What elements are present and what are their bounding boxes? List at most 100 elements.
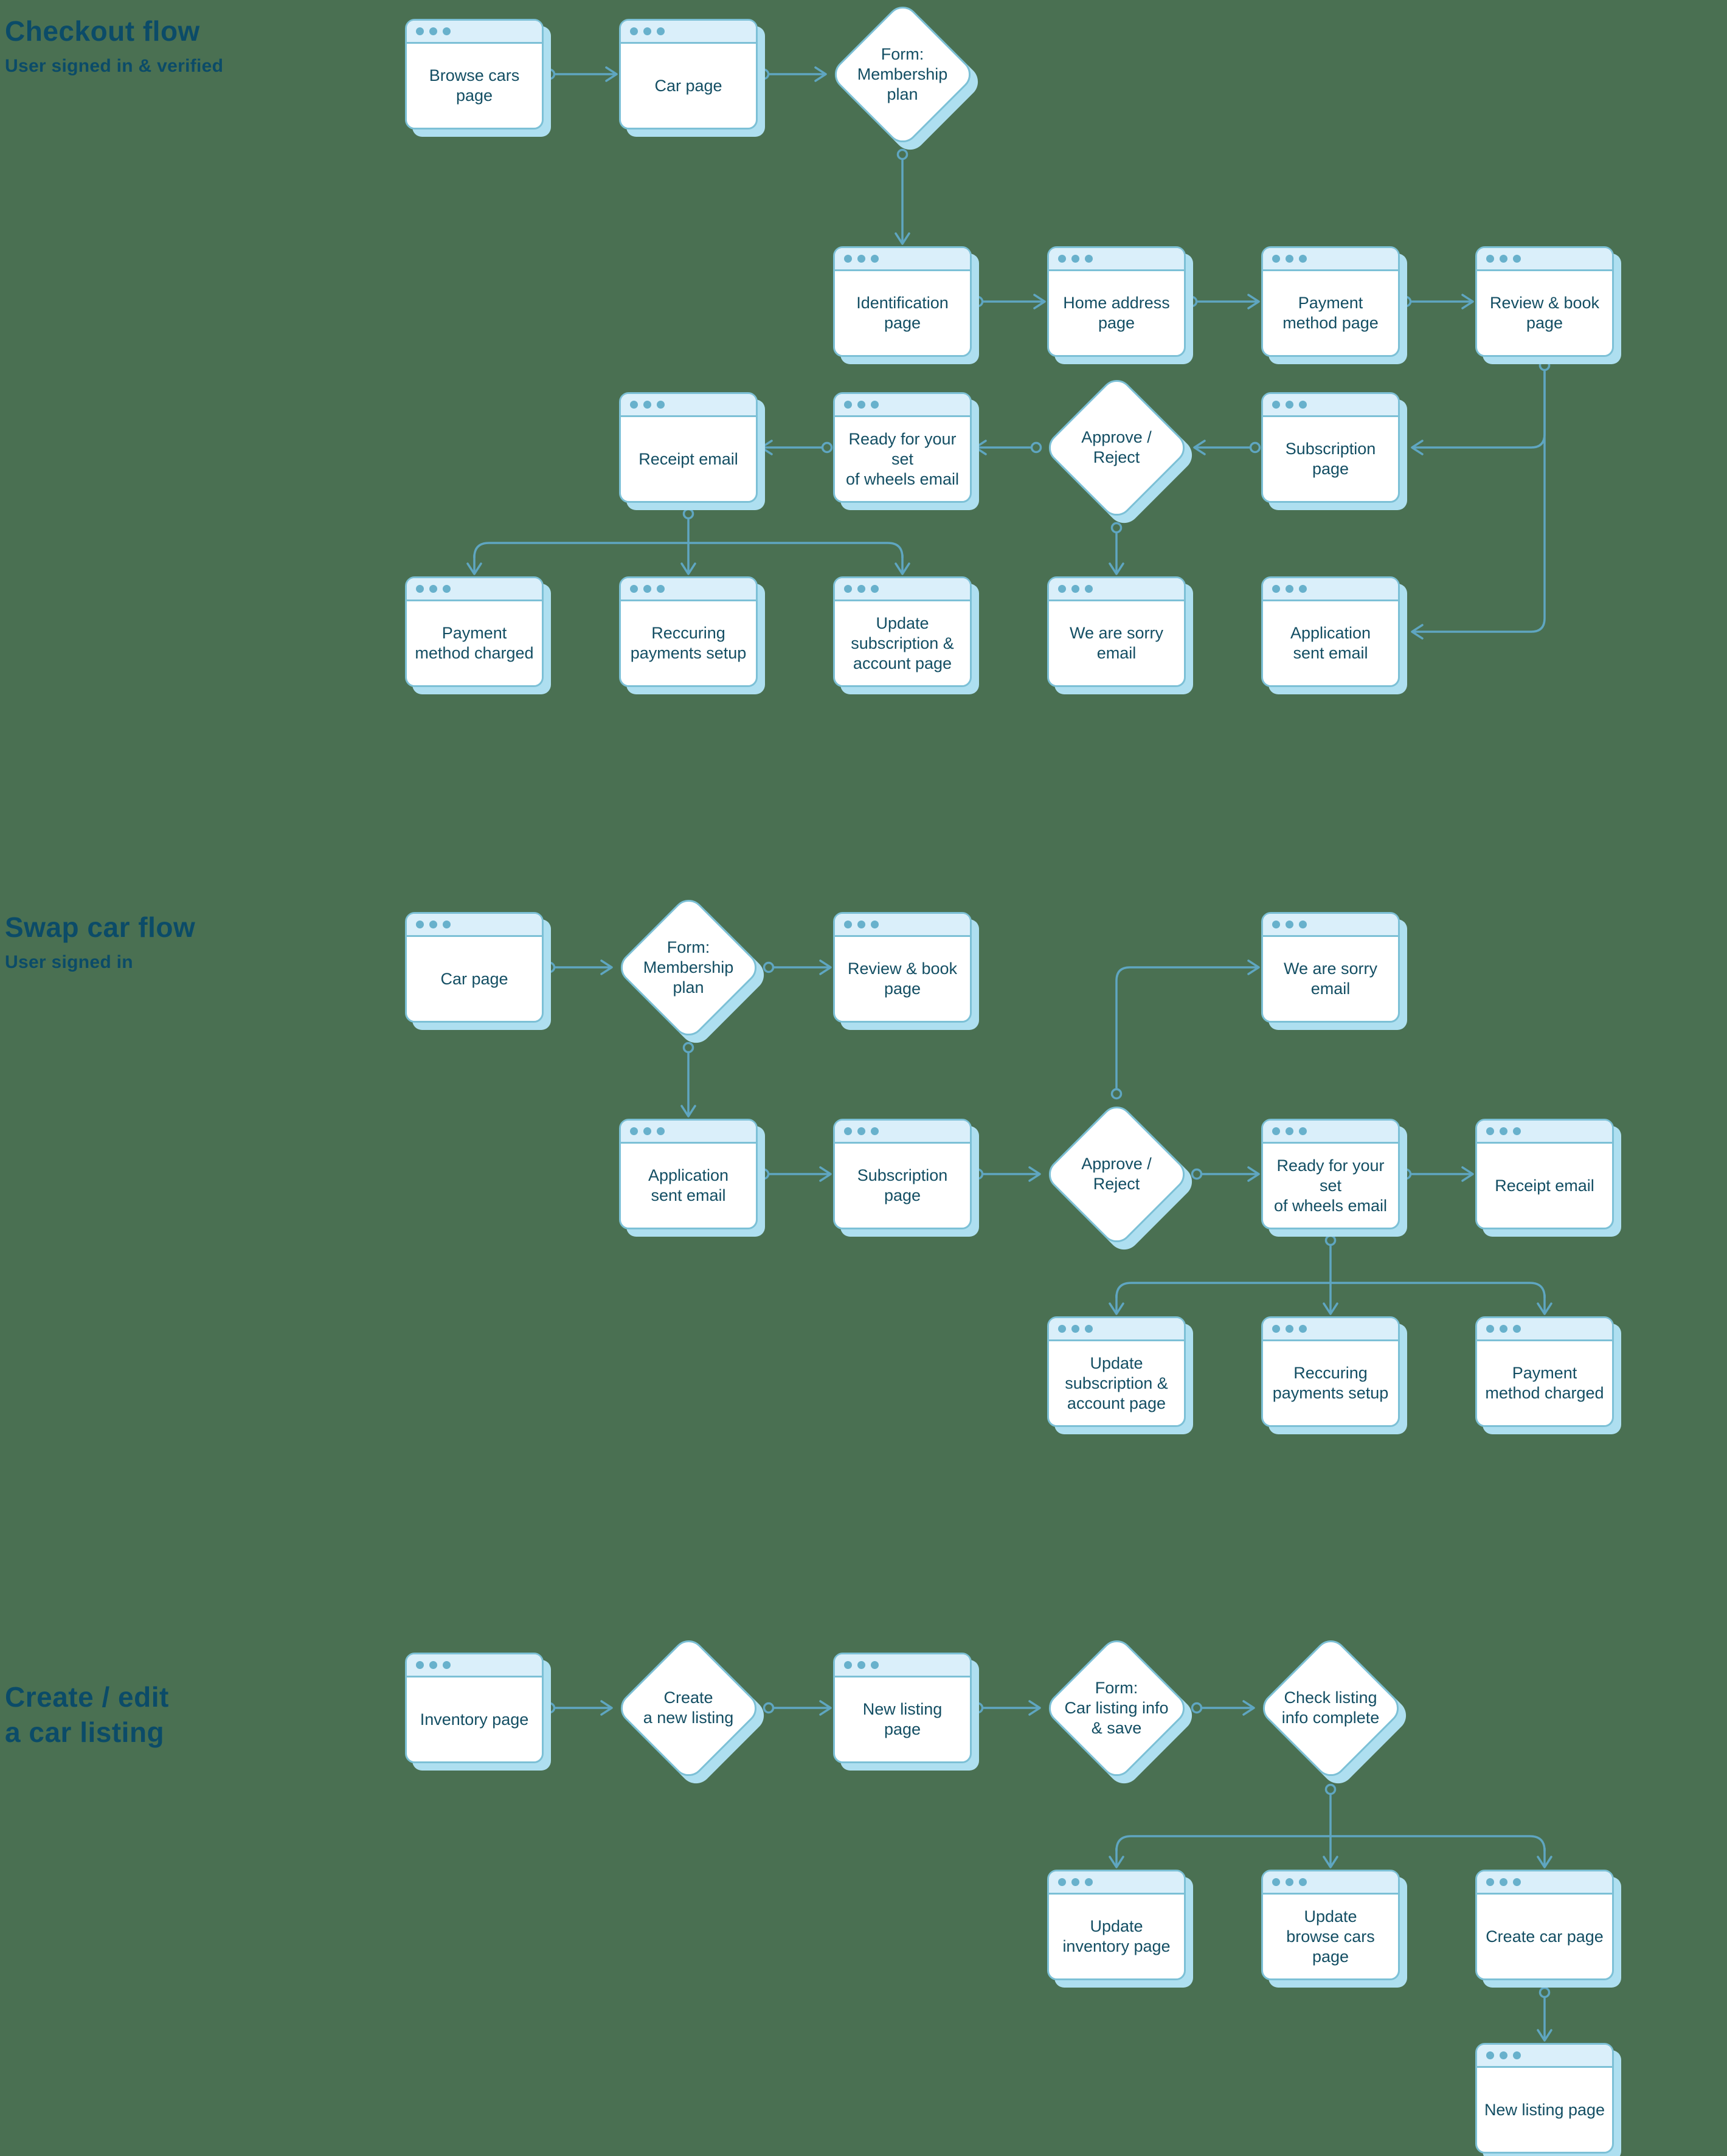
window-titlebar: [835, 1121, 970, 1144]
window-dot-icon: [844, 401, 852, 409]
window-dot-icon: [844, 921, 852, 928]
window-dot-icon: [1058, 585, 1066, 593]
window-titlebar: [1477, 1121, 1612, 1144]
node-checkout-car-page[interactable]: Car page: [619, 19, 758, 130]
node-checkout-review-book-page[interactable]: Review & book page: [1475, 246, 1614, 357]
window-dot-icon: [1058, 1878, 1066, 1886]
window-titlebar: [1477, 1318, 1612, 1341]
window-titlebar: [835, 248, 970, 271]
window-dot-icon: [1513, 2051, 1521, 2059]
node-label: We are sorry email: [1069, 624, 1164, 662]
window-dot-icon: [1286, 1325, 1293, 1333]
node-label: Reccuring payments setup: [1272, 1364, 1389, 1402]
window-dot-icon: [1500, 1325, 1507, 1333]
edge-swap-ready-wheels-email-to-swap-receipt-email: [1400, 1166, 1474, 1182]
node-swap-application-sent-email[interactable]: Application sent email: [619, 1119, 758, 1229]
node-label: Car page: [440, 969, 508, 988]
node-checkout-application-sent-email[interactable]: Application sent email: [1261, 576, 1400, 687]
node-create-update-browse-cars-page[interactable]: Update browse cars page: [1261, 1870, 1400, 1980]
node-label: Inventory page: [420, 1710, 529, 1729]
node-checkout-we-are-sorry-email[interactable]: We are sorry email: [1047, 576, 1186, 687]
edge-swap-subscription-page-to-swap-approve-reject: [972, 1166, 1041, 1182]
node-label: Review & book page: [1489, 294, 1600, 332]
window-titlebar: [1049, 248, 1184, 271]
edge-create-create-car-page-to-create-new-listing-page-final: [1537, 1986, 1552, 2042]
node-create-new-listing-page[interactable]: New listing page: [833, 1653, 972, 1763]
node-swap-ready-wheels-email[interactable]: Ready for your set of wheels email: [1261, 1119, 1400, 1229]
window-dot-icon: [630, 27, 638, 35]
node-swap-we-are-sorry-email[interactable]: We are sorry email: [1261, 912, 1400, 1023]
node-checkout-home-address-page[interactable]: Home address page: [1047, 246, 1186, 357]
node-checkout-payment-method-page[interactable]: Payment method page: [1261, 246, 1400, 357]
flow-title-swap: Swap car flow: [5, 911, 196, 943]
node-checkout-payment-method-charged[interactable]: Payment method charged: [405, 576, 544, 687]
window-titlebar: [835, 1654, 970, 1677]
window-dot-icon: [1272, 1127, 1280, 1135]
edge-create-check-listing-info-complete-fanout: [1109, 1783, 1552, 1868]
window-dot-icon: [1299, 1878, 1307, 1886]
node-label: Home address page: [1063, 294, 1170, 332]
window-dot-icon: [1286, 1127, 1293, 1135]
window-titlebar: [835, 914, 970, 937]
window-dot-icon: [1058, 255, 1066, 263]
window-dot-icon: [1299, 921, 1307, 928]
window-titlebar: [1049, 1318, 1184, 1341]
window-dot-icon: [429, 27, 437, 35]
edge-swap-form-membership-plan-to-swap-application-sent-email: [680, 1042, 696, 1118]
node-checkout-update-subscription-account-page[interactable]: Update subscription & account page: [833, 576, 972, 687]
window-dot-icon: [643, 401, 651, 409]
node-swap-car-page[interactable]: Car page: [405, 912, 544, 1023]
node-create-new-listing-page-final[interactable]: New listing page: [1475, 2043, 1614, 2154]
node-checkout-ready-wheels-email[interactable]: Ready for your set of wheels email: [833, 392, 972, 503]
node-create-inventory-page[interactable]: Inventory page: [405, 1653, 544, 1763]
node-checkout-receipt-email[interactable]: Receipt email: [619, 392, 758, 503]
window-titlebar: [1263, 914, 1398, 937]
node-checkout-identification-page[interactable]: Identification page: [833, 246, 972, 357]
window-dot-icon: [1058, 1325, 1066, 1333]
node-swap-update-subscription-account-page[interactable]: Update subscription & account page: [1047, 1316, 1186, 1427]
window-titlebar: [407, 21, 542, 44]
edge-checkout-ready-wheels-email-to-checkout-receipt-email: [760, 440, 833, 455]
window-dot-icon: [1299, 1325, 1307, 1333]
window-dot-icon: [1071, 585, 1079, 593]
node-create-create-car-page[interactable]: Create car page: [1475, 1870, 1614, 1980]
node-swap-review-book-page[interactable]: Review & book page: [833, 912, 972, 1023]
node-swap-recurring-payments-setup[interactable]: Reccuring payments setup: [1261, 1316, 1400, 1427]
window-dot-icon: [1486, 255, 1494, 263]
window-titlebar: [407, 578, 542, 601]
node-label: Payment method page: [1282, 294, 1379, 332]
node-checkout-recurring-payments-setup[interactable]: Reccuring payments setup: [619, 576, 758, 687]
node-swap-subscription-page[interactable]: Subscription page: [833, 1119, 972, 1229]
window-titlebar: [1477, 2045, 1612, 2068]
edge-swap-car-page-to-swap-form-membership-plan: [544, 959, 613, 975]
window-dot-icon: [857, 1127, 865, 1135]
window-dot-icon: [630, 401, 638, 409]
node-swap-payment-method-charged[interactable]: Payment method charged: [1475, 1316, 1614, 1427]
window-dot-icon: [429, 1661, 437, 1669]
window-dot-icon: [1085, 585, 1093, 593]
edge-swap-ready-wheels-email-fanout: [1109, 1234, 1552, 1315]
edge-create-inventory-page-to-create-new-listing-decision: [544, 1700, 613, 1716]
window-dot-icon: [1299, 401, 1307, 409]
window-dot-icon: [1299, 1127, 1307, 1135]
node-checkout-subscription-page[interactable]: Subscription page: [1261, 392, 1400, 503]
node-create-update-inventory-page[interactable]: Update inventory page: [1047, 1870, 1186, 1980]
flow-subtitle-checkout: User signed in & verified: [5, 56, 224, 76]
node-label: We are sorry email: [1283, 959, 1378, 998]
window-dot-icon: [871, 255, 879, 263]
edge-checkout-review-book-page-to-checkout-application-sent-email: [1411, 359, 1551, 640]
node-swap-receipt-email[interactable]: Receipt email: [1475, 1119, 1614, 1229]
window-dot-icon: [857, 585, 865, 593]
edge-swap-application-sent-email-to-swap-subscription-page: [758, 1166, 832, 1182]
window-dot-icon: [443, 921, 451, 928]
node-checkout-browse-cars-page[interactable]: Browse cars page: [405, 19, 544, 130]
window-dot-icon: [1286, 585, 1293, 593]
edge-create-new-listing-page-to-create-form-car-listing-info-save: [972, 1700, 1041, 1716]
window-dot-icon: [871, 921, 879, 928]
node-label: Reccuring payments setup: [630, 624, 747, 662]
window-dot-icon: [844, 1661, 852, 1669]
edge-swap-approve-reject-to-swap-ready-wheels-email: [1191, 1166, 1260, 1182]
node-label: Create car page: [1486, 1927, 1604, 1946]
